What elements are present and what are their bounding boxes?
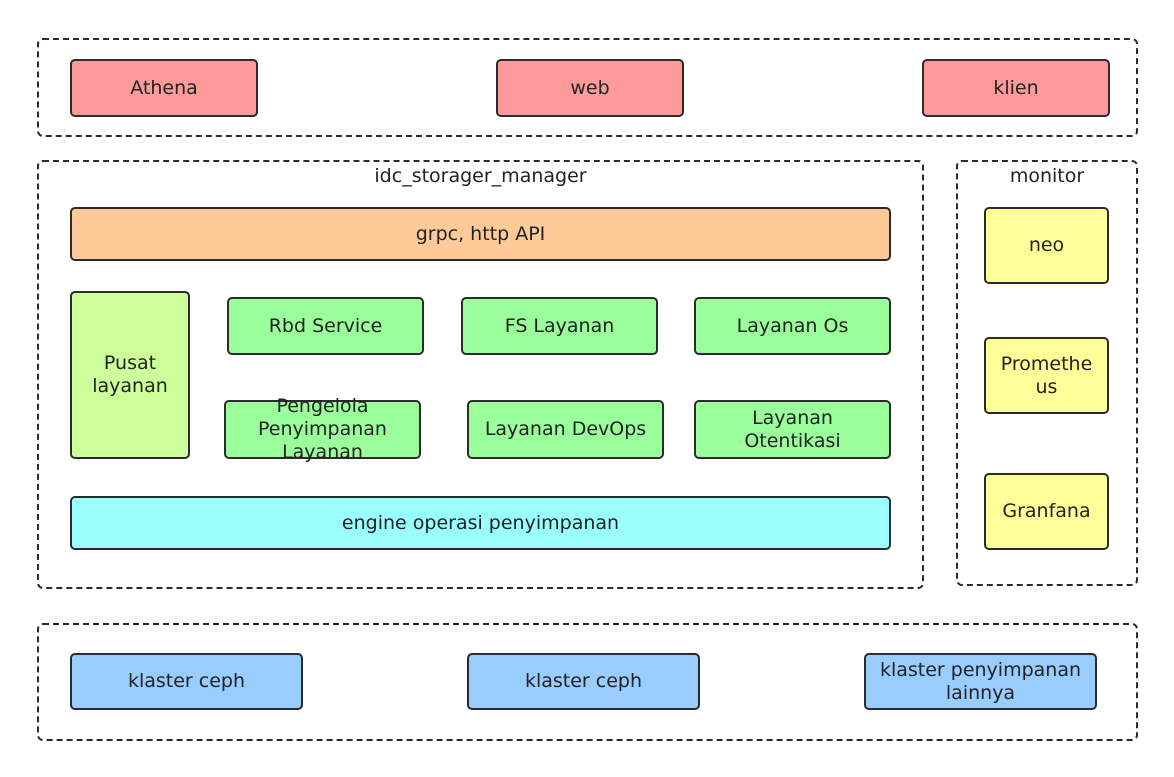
os-service-box[interactable]: Layanan Os <box>694 297 891 355</box>
other-storage-cluster-label: klaster penyimpanan lainnya <box>879 658 1082 704</box>
other-storage-cluster-box[interactable]: klaster penyimpanan lainnya <box>864 653 1097 710</box>
client-label: klien <box>993 76 1039 99</box>
os-service-label: Layanan Os <box>736 314 849 337</box>
neo-box[interactable]: neo <box>984 207 1109 284</box>
client-box[interactable]: klien <box>922 59 1110 117</box>
fs-service-label: FS Layanan <box>504 314 615 337</box>
prometheus-box[interactable]: Promethe us <box>984 337 1109 414</box>
ceph-cluster-label-2: klaster ceph <box>524 670 643 692</box>
manager-group: idc_storager_manager <box>37 160 924 589</box>
auth-service-label: Layanan Otentikasi <box>744 406 841 452</box>
web-box[interactable]: web <box>496 59 684 117</box>
prometheus-label: Promethe us <box>1000 352 1093 398</box>
rbd-service-label: Rbd Service <box>268 314 383 337</box>
monitor-title: monitor <box>1009 165 1085 187</box>
ceph-cluster-box-1[interactable]: klaster ceph <box>70 653 303 710</box>
service-center-label: Pusat layanan <box>92 352 168 397</box>
ceph-cluster-label-1: klaster ceph <box>127 670 246 692</box>
manager-title: idc_storager_manager <box>374 165 587 187</box>
grafana-label: Granfana <box>1002 500 1091 522</box>
athena-label: Athena <box>130 76 198 99</box>
grafana-box[interactable]: Granfana <box>984 473 1109 550</box>
storage-engine-label: engine operasi penyimpanan <box>341 511 620 534</box>
api-label: grpc, http API <box>415 222 546 245</box>
service-center-box[interactable]: Pusat layanan <box>70 291 190 459</box>
devops-service-box[interactable]: Layanan DevOps <box>467 400 664 459</box>
storage-management-service-box[interactable]: Pengeloia Penyimpanan Layanan <box>224 395 421 463</box>
web-label: web <box>570 76 610 99</box>
api-box[interactable]: grpc, http API <box>70 207 891 261</box>
ceph-cluster-box-2[interactable]: klaster ceph <box>467 653 700 710</box>
storage-engine-box[interactable]: engine operasi penyimpanan <box>70 496 891 550</box>
fs-service-box[interactable]: FS Layanan <box>461 297 658 355</box>
devops-service-label: Layanan DevOps <box>484 418 647 440</box>
rbd-service-box[interactable]: Rbd Service <box>227 297 424 355</box>
neo-label: neo <box>1028 234 1065 256</box>
storage-management-service-label: Pengeloia Penyimpanan Layanan <box>258 395 387 463</box>
athena-box[interactable]: Athena <box>70 59 258 117</box>
monitor-group: monitor <box>956 160 1138 586</box>
storage-layer-group <box>37 623 1138 741</box>
auth-service-box[interactable]: Layanan Otentikasi <box>694 400 891 459</box>
client-layer-group <box>37 38 1138 137</box>
